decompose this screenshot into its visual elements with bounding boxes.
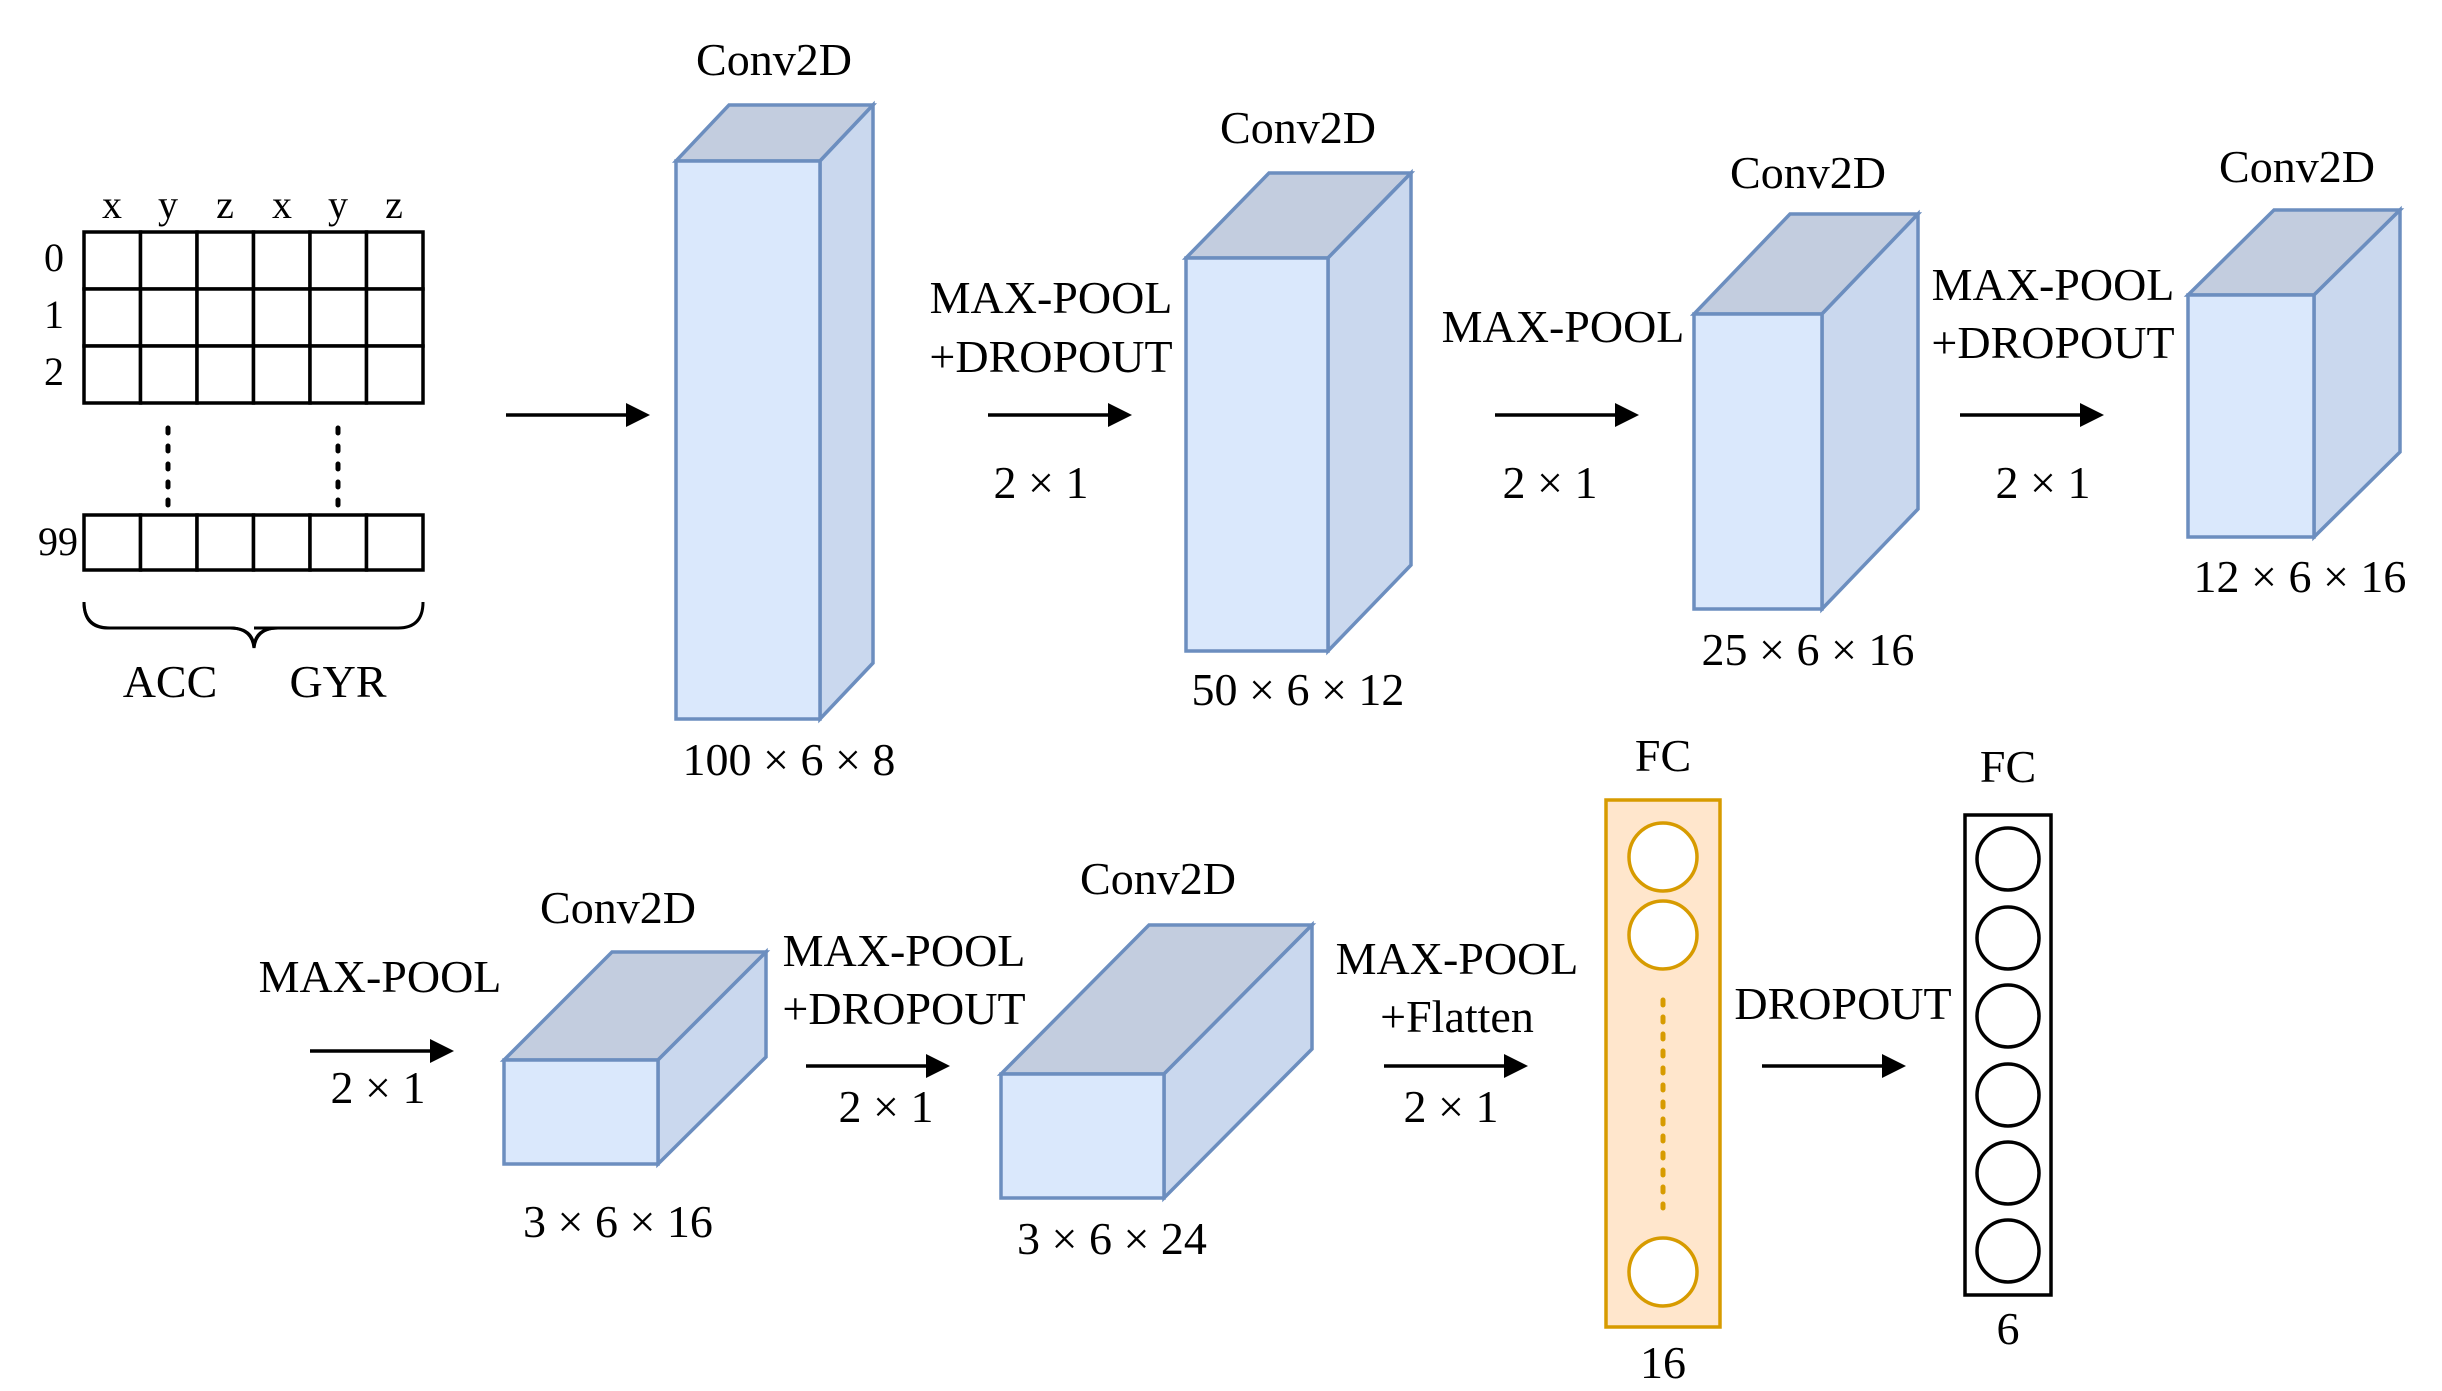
conv-label: Conv2D [696,34,852,85]
gyr-brace [252,601,425,647]
transition-arrow [806,1054,950,1078]
row-label: 99 [38,519,78,564]
pool-size: 2 × 1 [331,1062,426,1113]
fc-neuron [1975,905,2041,971]
row-label: 1 [44,292,64,337]
fc-layer-16: FC 16 [1604,730,1722,1388]
transition-arrow [1960,403,2104,427]
pool-size: 2 × 1 [1503,457,1598,508]
fc-neuron [1975,1062,2041,1128]
transition-op: MAX-POOL [783,925,1026,976]
conv-block-5: Conv2D 3 × 6 × 16 [499,882,771,1247]
fc-neuron [1975,1218,2041,1284]
column-label: x [102,182,122,227]
fc-neuron [1627,821,1699,893]
conv-output-shape: 50 × 6 × 12 [1192,664,1405,715]
column-label: y [158,182,178,227]
fc-layer-frame [1963,813,2053,1297]
column-label: y [328,182,348,227]
transition-op: +DROPOUT [782,983,1025,1034]
conv-output-shape: 12 × 6 × 16 [2194,551,2407,602]
transition-arrow [988,403,1132,427]
conv-label: Conv2D [1730,147,1886,198]
row-label: 2 [44,349,64,394]
fc-label: FC [1635,730,1691,781]
transition-op: DROPOUT [1734,978,1951,1029]
conv-output-shape: 100 × 6 × 8 [683,734,896,785]
pool-size: 2 × 1 [1404,1081,1499,1132]
column-label: z [385,182,403,227]
acc-label: ACC [123,656,218,707]
conv-block-3: Conv2D 25 × 6 × 16 [1689,147,1923,675]
gyr-label: GYR [289,656,386,707]
conv-block-4: Conv2D 12 × 6 × 16 [2183,141,2407,602]
transition-op: MAX-POOL [259,951,502,1002]
acc-brace [82,601,279,649]
conv-label: Conv2D [1220,102,1376,153]
fc-neuron [1627,1236,1699,1308]
transition-arrow [310,1039,454,1063]
transition-op: +DROPOUT [929,331,1172,382]
fc-neuron [1975,1140,2041,1206]
fc-units: 6 [1997,1303,2020,1354]
transition-3: MAX-POOL +DROPOUT 2 × 1 [1931,259,2174,508]
transition-op: MAX-POOL [930,272,1173,323]
fc-label: FC [1980,741,2036,792]
transition-arrow [1384,1054,1528,1078]
fc-neuron [1627,899,1699,971]
transition-6: MAX-POOL +Flatten 2 × 1 [1336,933,1579,1132]
transition-op: +DROPOUT [1931,317,2174,368]
transition-arrow-input [506,403,650,427]
conv-output-shape: 25 × 6 × 16 [1702,624,1915,675]
acc-brace-left [82,601,256,647]
input-grid: x y z x y z 0 1 2 99 ACC GYR [38,182,425,707]
fc-neuron [1975,826,2041,892]
pool-size: 2 × 1 [839,1081,934,1132]
transition-7: DROPOUT [1734,978,1952,1078]
column-label: z [216,182,234,227]
transition-op: MAX-POOL [1442,301,1685,352]
transition-5: MAX-POOL +DROPOUT 2 × 1 [782,925,1025,1132]
pool-size: 2 × 1 [994,457,1089,508]
transition-op: MAX-POOL [1932,259,2175,310]
conv-block-6: Conv2D 3 × 6 × 24 [996,853,1317,1264]
transition-arrow [1762,1054,1906,1078]
fc-units: 16 [1640,1337,1686,1388]
row-label: 0 [44,235,64,280]
transition-2: MAX-POOL 2 × 1 [1442,301,1685,508]
pool-size: 2 × 1 [1996,457,2091,508]
transition-op: MAX-POOL [1336,933,1579,984]
input-grid-top [82,230,425,405]
conv-block-2: Conv2D 50 × 6 × 12 [1181,102,1416,715]
transition-op: +Flatten [1380,991,1534,1042]
conv-block-1: Conv2D 100 × 6 × 8 [671,34,896,785]
conv-label: Conv2D [2219,141,2375,192]
conv-output-shape: 3 × 6 × 16 [523,1196,713,1247]
conv-label: Conv2D [540,882,696,933]
fc-neuron [1975,983,2041,1049]
conv-output-shape: 3 × 6 × 24 [1017,1213,1207,1264]
transition-arrow [1495,403,1639,427]
transition-4: MAX-POOL 2 × 1 [259,951,502,1113]
input-grid-last-row [82,513,425,572]
fc-layer-6: FC 6 [1963,741,2053,1354]
column-label: x [272,182,292,227]
conv-label: Conv2D [1080,853,1236,904]
transition-1: MAX-POOL +DROPOUT 2 × 1 [929,272,1172,508]
